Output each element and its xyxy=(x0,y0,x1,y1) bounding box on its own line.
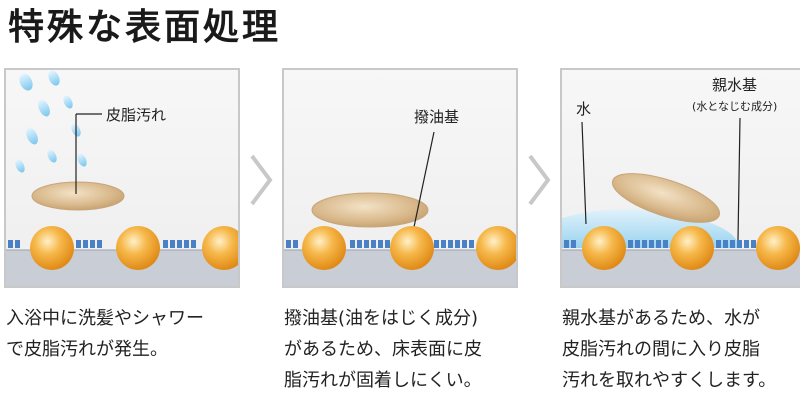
hydrophilic-groups xyxy=(564,240,756,248)
diagram-oil-repellent: 撥油基 xyxy=(284,108,516,286)
label-sebum: 皮脂汚れ xyxy=(106,106,166,124)
panel-sebum-occurs: 皮脂汚れ xyxy=(4,68,240,288)
caption-line: があるため、床表面に皮 xyxy=(284,339,482,360)
caption-line: 汚れを取れやすくします。 xyxy=(562,370,777,391)
caption-sebum-occurs: 入浴中に洗髪やシャワー で皮脂汚れが発生。 xyxy=(6,303,204,365)
surface-spheres xyxy=(302,226,516,270)
diagram-hydrophilic: 水 親水基 (水となじむ成分) xyxy=(562,76,800,286)
caption-hydrophilic: 親水基があるため、水が 皮脂汚れの間に入り皮脂 汚れを取れやすくします。 xyxy=(562,303,776,396)
caption-oil-repellent: 撥油基(油をはじく成分) があるため、床表面に皮 脂汚れが固着しにくい。 xyxy=(284,303,482,396)
sebum-blob xyxy=(311,192,429,228)
chevron-right-icon xyxy=(528,154,551,206)
surface-spheres xyxy=(30,226,238,270)
sebum-blob xyxy=(31,181,125,211)
chevron-right-icon xyxy=(250,154,273,206)
caption-line: 脂汚れが固着しにくい。 xyxy=(284,370,482,391)
water-droplets xyxy=(15,70,87,173)
label-water: 水 xyxy=(576,100,591,118)
panel-oil-repellent: 撥油基 xyxy=(282,68,518,288)
oil-repellent-groups xyxy=(286,240,474,248)
diagram-sebum-occurs: 皮脂汚れ xyxy=(6,70,238,286)
panel-hydrophilic: 水 親水基 (水となじむ成分) xyxy=(560,68,800,288)
label-hydrophilic: 親水基 xyxy=(712,76,757,94)
label-oil-repellent: 撥油基 xyxy=(414,108,459,126)
label-hydrophilic-note: (水となじむ成分) xyxy=(692,100,777,113)
surface-spheres xyxy=(582,226,800,270)
page-title: 特殊な表面処理 xyxy=(8,7,282,48)
sebum-blob xyxy=(611,173,721,223)
caption-line: で皮脂汚れが発生。 xyxy=(6,339,168,360)
caption-line: 皮脂汚れの間に入り皮脂 xyxy=(562,339,760,360)
caption-line: 入浴中に洗髪やシャワー xyxy=(6,308,204,329)
caption-line: 撥油基(油をはじく成分) xyxy=(284,308,479,329)
surface-groups xyxy=(8,240,196,248)
caption-line: 親水基があるため、水が xyxy=(562,308,760,329)
